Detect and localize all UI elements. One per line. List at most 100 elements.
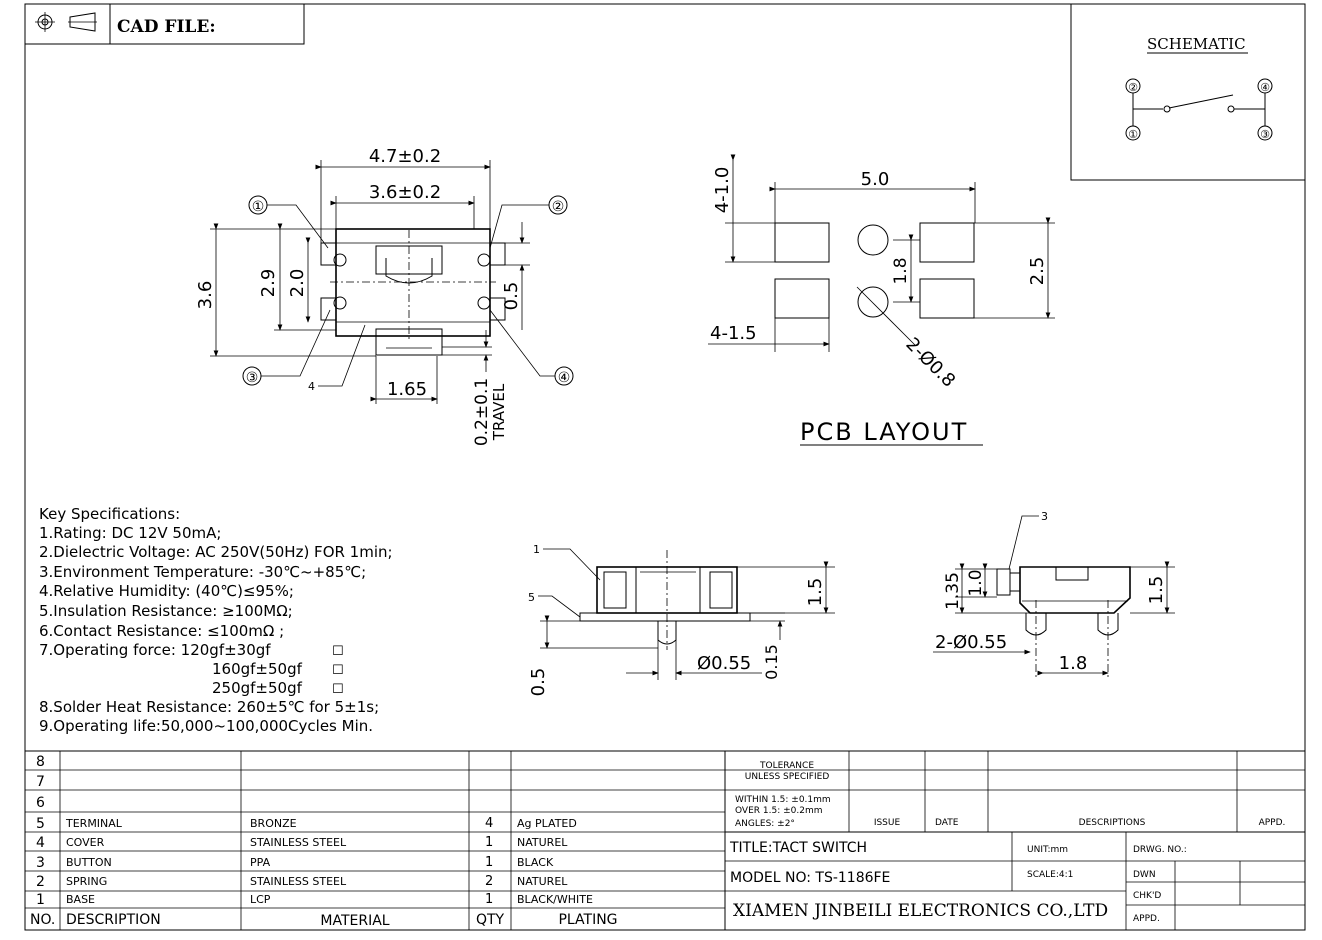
top-view: 4.7±0.2 3.6±0.2 3.6 2.9 2.0 0.5 1.65 0.2… bbox=[195, 146, 574, 446]
schematic-pin-2: ② bbox=[1128, 81, 1138, 94]
dim-height: 3.6 bbox=[195, 281, 216, 310]
checkbox-icon: ☐ bbox=[332, 663, 344, 678]
pcb-layout-title: PCB LAYOUT bbox=[800, 418, 968, 446]
tolerance-within: WITHIN 1.5: ±0.1mm bbox=[735, 795, 831, 805]
side-view: 1.5 Ø0.55 0.15 0.5 1 5 bbox=[528, 543, 835, 696]
dim-width-inner: 3.6±0.2 bbox=[369, 182, 441, 203]
descriptions-label: DESCRIPTIONS bbox=[1079, 818, 1146, 828]
bom-qty: 2 bbox=[485, 874, 493, 889]
bom-desc: TERMINAL bbox=[65, 817, 123, 830]
bom-material: STAINLESS STEEL bbox=[250, 875, 347, 888]
table-row: 3 BUTTON PPA 1 BLACK bbox=[36, 855, 554, 871]
table-row: 2 SPRING STAINLESS STEEL 2 NATUREL bbox=[36, 874, 568, 890]
spec-line: 9.Operating life:50,000~100,000Cycles Mi… bbox=[39, 717, 373, 735]
pcb-pad bbox=[919, 278, 975, 319]
pcb-pad bbox=[919, 222, 975, 263]
bom-desc: BUTTON bbox=[66, 856, 112, 869]
table-row: 8 bbox=[36, 754, 45, 770]
end-view: 1.5 1.35 1.0 2-Ø0.55 1.8 3 bbox=[933, 510, 1175, 680]
callout-4: ④ bbox=[558, 370, 571, 386]
schematic-panel: SCHEMATIC ② ④ ① ③ bbox=[1070, 4, 1305, 181]
pcb-hole bbox=[857, 286, 889, 318]
checked-by-label: CHK'D bbox=[1133, 891, 1161, 901]
pcb-dim-pad-h: 4-1.5 bbox=[710, 323, 757, 344]
spec-line: 6.Contact Resistance: ≤100mΩ ; bbox=[39, 622, 284, 640]
bom-plating: BLACK bbox=[517, 856, 554, 869]
table-header-row: NO. DESCRIPTION MATERIAL QTY PLATING bbox=[30, 912, 618, 929]
callout-1: ① bbox=[252, 199, 265, 215]
checkbox-icon: ☐ bbox=[332, 644, 344, 659]
table-row: 1 BASE LCP 1 BLACK/WHITE bbox=[36, 892, 593, 908]
bom-header-material: MATERIAL bbox=[320, 913, 389, 929]
bom-plating: NATUREL bbox=[517, 836, 568, 849]
drawn-by-label: DWN bbox=[1133, 870, 1156, 880]
sheet-border bbox=[24, 3, 1306, 931]
dim-29: 2.9 bbox=[258, 269, 279, 298]
end-dim-hole: 2-Ø0.55 bbox=[935, 632, 1007, 653]
bom-material: LCP bbox=[250, 893, 271, 906]
schematic-pin-3: ③ bbox=[1260, 128, 1270, 141]
callout-2: ② bbox=[552, 199, 565, 215]
schematic-pin-4: ④ bbox=[1260, 81, 1270, 94]
bom-desc: COVER bbox=[66, 836, 105, 849]
side-dim-055: Ø0.55 bbox=[697, 653, 751, 674]
spec-line: 1.Rating: DC 12V 50mA; bbox=[39, 524, 221, 542]
bom-material: STAINLESS STEEL bbox=[250, 836, 347, 849]
end-dim-15: 1.5 bbox=[1146, 576, 1167, 605]
bom-desc: SPRING bbox=[66, 875, 107, 888]
side-dim-015: 0.15 bbox=[762, 644, 781, 680]
bom-no: 6 bbox=[36, 795, 45, 811]
spec-line: 160gf±50gf bbox=[212, 660, 303, 678]
bom-qty: 1 bbox=[485, 835, 493, 850]
spec-line: 7.Operating force: 120gf±30gf bbox=[39, 641, 271, 659]
table-row: 4 COVER STAINLESS STEEL 1 NATUREL bbox=[36, 835, 568, 851]
cad-file-label: CAD FILE: bbox=[117, 17, 216, 37]
date-label: DATE bbox=[935, 818, 959, 828]
pcb-pad bbox=[774, 222, 830, 263]
end-dim-135: 1.35 bbox=[943, 572, 963, 610]
model-number-field: MODEL NO: TS-1186FE bbox=[730, 870, 890, 886]
pcb-dim-18: 1.8 bbox=[891, 257, 911, 284]
side-dim-15: 1.5 bbox=[805, 578, 826, 607]
bom-material: PPA bbox=[250, 856, 271, 869]
schematic-title: SCHEMATIC bbox=[1147, 35, 1246, 53]
drawing-number-field: DRWG. NO.: bbox=[1133, 845, 1187, 855]
key-specifications: Key Specifications: 1.Rating: DC 12V 50m… bbox=[39, 505, 393, 735]
checkbox-icon: ☐ bbox=[332, 682, 344, 697]
side-dim-05: 0.5 bbox=[528, 668, 549, 697]
spec-line: 4.Relative Humidity: (40℃)≤95%; bbox=[39, 582, 294, 600]
bom-no: 1 bbox=[36, 892, 45, 908]
specs-heading: Key Specifications: bbox=[39, 505, 180, 523]
bom-header-plating: PLATING bbox=[558, 912, 617, 928]
dim-travel-label: TRAVEL bbox=[490, 383, 508, 441]
table-row: 6 bbox=[36, 795, 45, 811]
end-dim-10: 1.0 bbox=[966, 569, 986, 596]
dim-travel-value: 0.2±0.1 bbox=[472, 378, 492, 446]
bom-qty: 1 bbox=[485, 892, 493, 907]
bom-table: 8 7 6 5 TERMINAL BRONZE 4 Ag PLATED 4 CO… bbox=[25, 750, 1305, 930]
spec-line: 5.Insulation Resistance: ≥100MΩ; bbox=[39, 602, 293, 620]
pcb-dim-25: 2.5 bbox=[1027, 257, 1048, 286]
pcb-hole bbox=[857, 224, 889, 256]
pcb-dim-pad-w: 4-1.0 bbox=[712, 167, 733, 214]
dim-width-outer: 4.7±0.2 bbox=[369, 146, 441, 167]
bom-material: BRONZE bbox=[250, 817, 297, 830]
table-row: 5 TERMINAL BRONZE 4 Ag PLATED bbox=[36, 816, 577, 832]
tolerance-over: OVER 1.5: ±0.2mm bbox=[735, 806, 822, 816]
bom-no: 3 bbox=[36, 855, 45, 871]
title-block: TOLERANCE UNLESS SPECIFIED WITHIN 1.5: ±… bbox=[725, 751, 1305, 930]
callout-part-4: 4 bbox=[308, 380, 315, 393]
spec-line: 2.Dielectric Voltage: AC 250V(50Hz) FOR … bbox=[39, 543, 393, 561]
tolerance-label-2: UNLESS SPECIFIED bbox=[745, 772, 830, 782]
bom-header-desc: DESCRIPTION bbox=[66, 912, 161, 928]
bom-header-qty: QTY bbox=[476, 912, 505, 928]
bom-qty: 1 bbox=[485, 855, 493, 870]
scale-field: SCALE:4:1 bbox=[1027, 870, 1073, 880]
spec-line: 3.Environment Temperature: -30℃~+85℃; bbox=[39, 563, 366, 581]
unit-field: UNIT:mm bbox=[1027, 845, 1068, 855]
bom-qty: 4 bbox=[485, 816, 493, 831]
appd-label: APPD. bbox=[1259, 818, 1286, 828]
side-callout-1: 1 bbox=[533, 543, 540, 556]
bom-no: 7 bbox=[36, 774, 45, 790]
